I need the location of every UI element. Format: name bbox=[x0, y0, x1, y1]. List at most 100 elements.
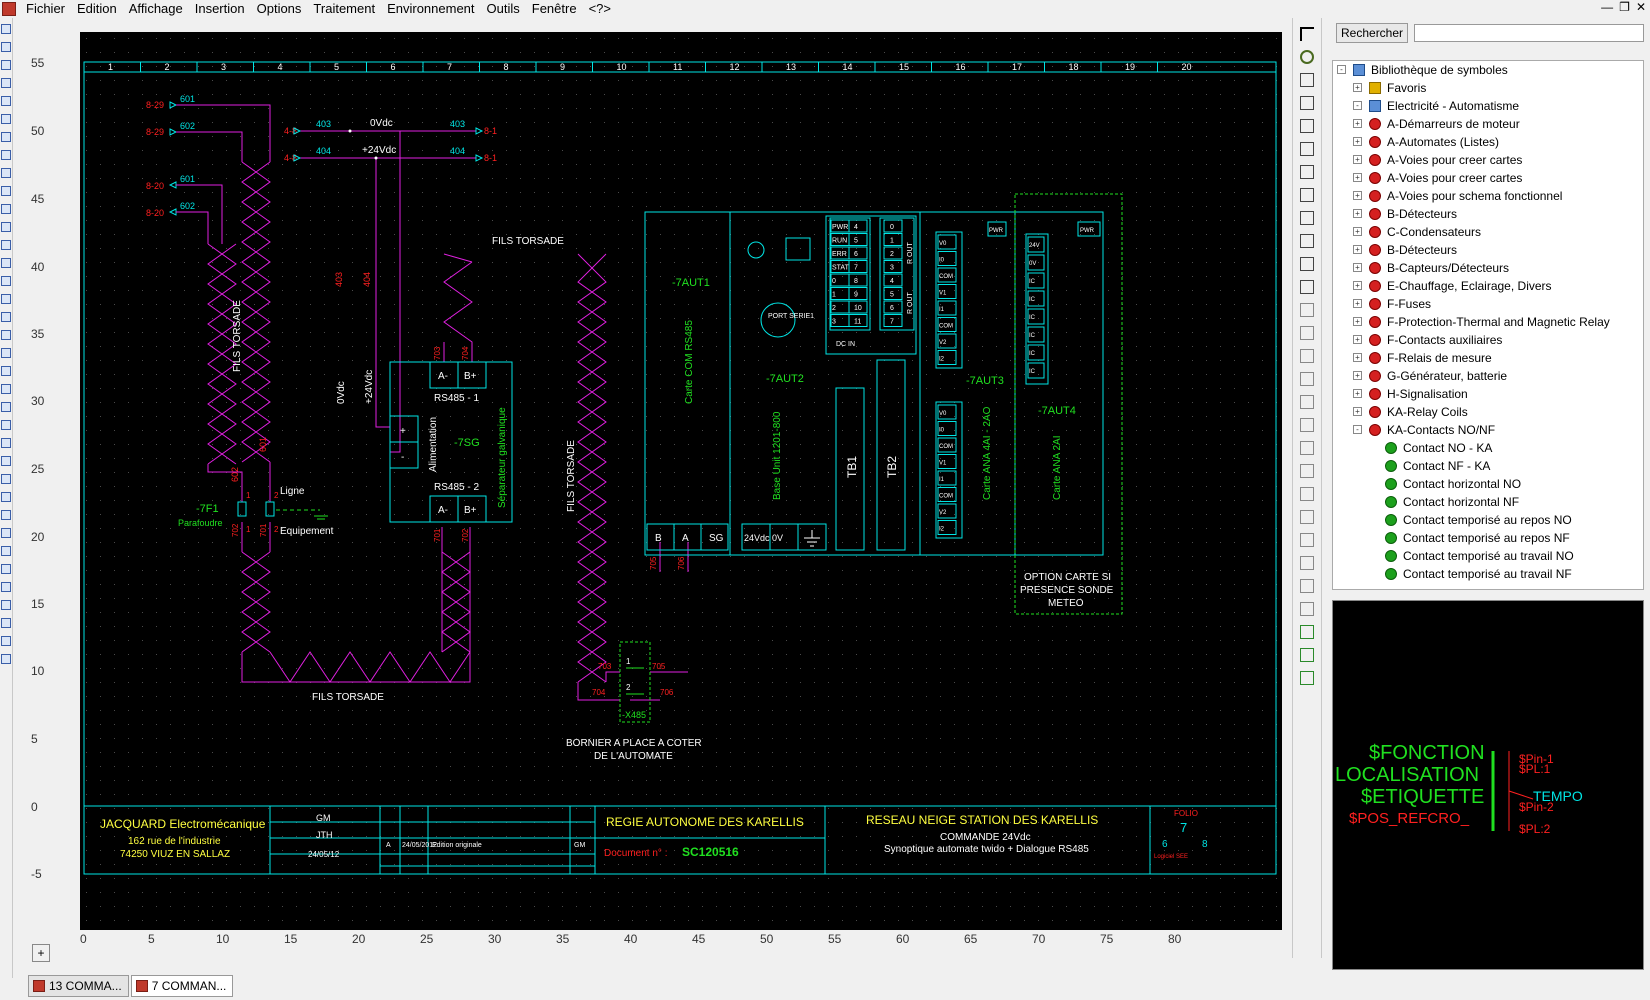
expand-icon[interactable]: + bbox=[1353, 389, 1362, 398]
tab-document-7[interactable]: 7 COMMAN... bbox=[130, 975, 234, 997]
tree-item[interactable]: Contact NF - KA bbox=[1333, 457, 1643, 475]
wire-icon[interactable] bbox=[1300, 142, 1314, 156]
tool-icon[interactable] bbox=[1, 384, 11, 394]
expand-icon[interactable]: + bbox=[1353, 407, 1362, 416]
page-icon[interactable] bbox=[1300, 625, 1314, 639]
expand-icon[interactable]: + bbox=[1353, 245, 1362, 254]
tree-item[interactable]: Contact NO - KA bbox=[1333, 439, 1643, 457]
tool-icon[interactable] bbox=[1, 96, 11, 106]
expand-icon[interactable]: + bbox=[1353, 209, 1362, 218]
menu-insertion[interactable]: Insertion bbox=[194, 1, 245, 16]
tool-icon[interactable] bbox=[1, 654, 11, 664]
collapse-icon[interactable]: - bbox=[1353, 101, 1362, 110]
expand-icon[interactable]: + bbox=[1353, 83, 1362, 92]
expand-icon[interactable]: + bbox=[1353, 281, 1362, 290]
tool-icon[interactable] bbox=[1, 168, 11, 178]
tool-icon[interactable] bbox=[1, 330, 11, 340]
italic-icon[interactable] bbox=[1300, 487, 1314, 501]
expand-icon[interactable]: + bbox=[1353, 335, 1362, 344]
tree-item[interactable]: +A-Démarreurs de moteur bbox=[1333, 115, 1643, 133]
tool-icon[interactable] bbox=[1, 276, 11, 286]
text-icon[interactable] bbox=[1300, 349, 1314, 363]
tree-item[interactable]: +KA-Relay Coils bbox=[1333, 403, 1643, 421]
expand-icon[interactable]: + bbox=[1353, 173, 1362, 182]
tool-icon[interactable] bbox=[1, 492, 11, 502]
tool-icon[interactable] bbox=[1, 204, 11, 214]
tree-item[interactable]: -KA-Contacts NO/NF bbox=[1333, 421, 1643, 439]
expand-icon[interactable]: + bbox=[1353, 227, 1362, 236]
align-icon[interactable] bbox=[1300, 556, 1314, 570]
menu-edition[interactable]: Edition bbox=[77, 1, 117, 16]
tool-icon[interactable] bbox=[1, 456, 11, 466]
tree-item[interactable]: Contact temporisé au repos NF bbox=[1333, 529, 1643, 547]
collapse-icon[interactable]: - bbox=[1353, 425, 1362, 434]
tool-icon[interactable] bbox=[1, 474, 11, 484]
tree-item[interactable]: +B-Détecteurs bbox=[1333, 241, 1643, 259]
tool-icon[interactable] bbox=[1, 240, 11, 250]
tree-item[interactable]: +F-Relais de mesure bbox=[1333, 349, 1643, 367]
tree-item[interactable]: +A-Automates (Listes) bbox=[1333, 133, 1643, 151]
expand-icon[interactable]: + bbox=[1353, 137, 1362, 146]
menu-environnement[interactable]: Environnement bbox=[387, 1, 475, 16]
wire-icon[interactable] bbox=[1300, 119, 1314, 133]
menu-fichier[interactable]: Fichier bbox=[26, 1, 66, 16]
collapse-icon[interactable]: - bbox=[1337, 65, 1346, 74]
search-input[interactable] bbox=[1414, 24, 1645, 42]
tree-item[interactable]: -Electricité - Automatisme bbox=[1333, 97, 1643, 115]
tool-icon[interactable] bbox=[1, 78, 11, 88]
tree-item[interactable]: +A-Voies pour creer cartes bbox=[1333, 151, 1643, 169]
text-icon[interactable] bbox=[1300, 372, 1314, 386]
tree-item[interactable]: +B-Capteurs/Détecteurs bbox=[1333, 259, 1643, 277]
tree-item[interactable]: Contact temporisé au travail NF bbox=[1333, 565, 1643, 583]
align-icon[interactable] bbox=[1300, 602, 1314, 616]
wire-icon[interactable] bbox=[1300, 257, 1314, 271]
app-icon[interactable] bbox=[2, 2, 16, 16]
bold-icon[interactable] bbox=[1300, 418, 1314, 432]
minimize-icon[interactable]: — bbox=[1601, 0, 1614, 14]
page-icon[interactable] bbox=[1300, 648, 1314, 662]
underline-icon[interactable] bbox=[1300, 510, 1314, 524]
wire-icon[interactable] bbox=[1300, 234, 1314, 248]
tool-icon[interactable] bbox=[1, 582, 11, 592]
restore-icon[interactable]: ❐ bbox=[1619, 0, 1630, 14]
menu-outils[interactable]: Outils bbox=[486, 1, 520, 16]
expand-icon[interactable]: + bbox=[1353, 155, 1362, 164]
wire-icon[interactable] bbox=[1300, 211, 1314, 225]
wire-icon[interactable] bbox=[1300, 96, 1314, 110]
tree-item[interactable]: +F-Contacts auxiliaires bbox=[1333, 331, 1643, 349]
wire-icon[interactable] bbox=[1300, 188, 1314, 202]
text-icon[interactable] bbox=[1300, 303, 1314, 317]
tree-item[interactable]: Contact temporisé au repos NO bbox=[1333, 511, 1643, 529]
symbol-tree[interactable]: -Bibliothèque de symboles+Favoris-Electr… bbox=[1332, 60, 1644, 590]
tool-icon[interactable] bbox=[1, 312, 11, 322]
menu-options[interactable]: Options bbox=[256, 1, 302, 16]
tool-icon[interactable] bbox=[1, 402, 11, 412]
tool-icon[interactable] bbox=[1, 24, 11, 34]
tool-icon[interactable] bbox=[1, 636, 11, 646]
expand-icon[interactable]: + bbox=[1353, 119, 1362, 128]
tool-icon[interactable] bbox=[1, 510, 11, 520]
tree-item[interactable]: +A-Voies pour schema fonctionnel bbox=[1333, 187, 1643, 205]
menu-traitement[interactable]: Traitement bbox=[313, 1, 376, 16]
tool-icon[interactable] bbox=[1, 366, 11, 376]
tool-icon[interactable] bbox=[1, 348, 11, 358]
expand-icon[interactable]: + bbox=[1353, 317, 1362, 326]
tool-icon[interactable] bbox=[1, 618, 11, 628]
tree-item[interactable]: +F-Fuses bbox=[1333, 295, 1643, 313]
wire-icon[interactable] bbox=[1300, 165, 1314, 179]
menu-affichage[interactable]: Affichage bbox=[128, 1, 183, 16]
close-icon[interactable]: ✕ bbox=[1635, 0, 1646, 14]
bold-icon[interactable] bbox=[1300, 441, 1314, 455]
tree-item[interactable]: +B-Détecteurs bbox=[1333, 205, 1643, 223]
expand-icon[interactable]: + bbox=[1353, 371, 1362, 380]
expand-icon[interactable]: + bbox=[1353, 353, 1362, 362]
wire-icon[interactable] bbox=[1300, 73, 1314, 87]
expand-icon[interactable]: + bbox=[1353, 191, 1362, 200]
zoom-icon[interactable] bbox=[1300, 50, 1314, 64]
pointer-icon[interactable] bbox=[1300, 27, 1314, 41]
tool-icon[interactable] bbox=[1, 528, 11, 538]
tool-icon[interactable] bbox=[1, 132, 11, 142]
tree-item[interactable]: +E-Chauffage, Eclairage, Divers bbox=[1333, 277, 1643, 295]
tree-item[interactable]: Contact horizontal NF bbox=[1333, 493, 1643, 511]
